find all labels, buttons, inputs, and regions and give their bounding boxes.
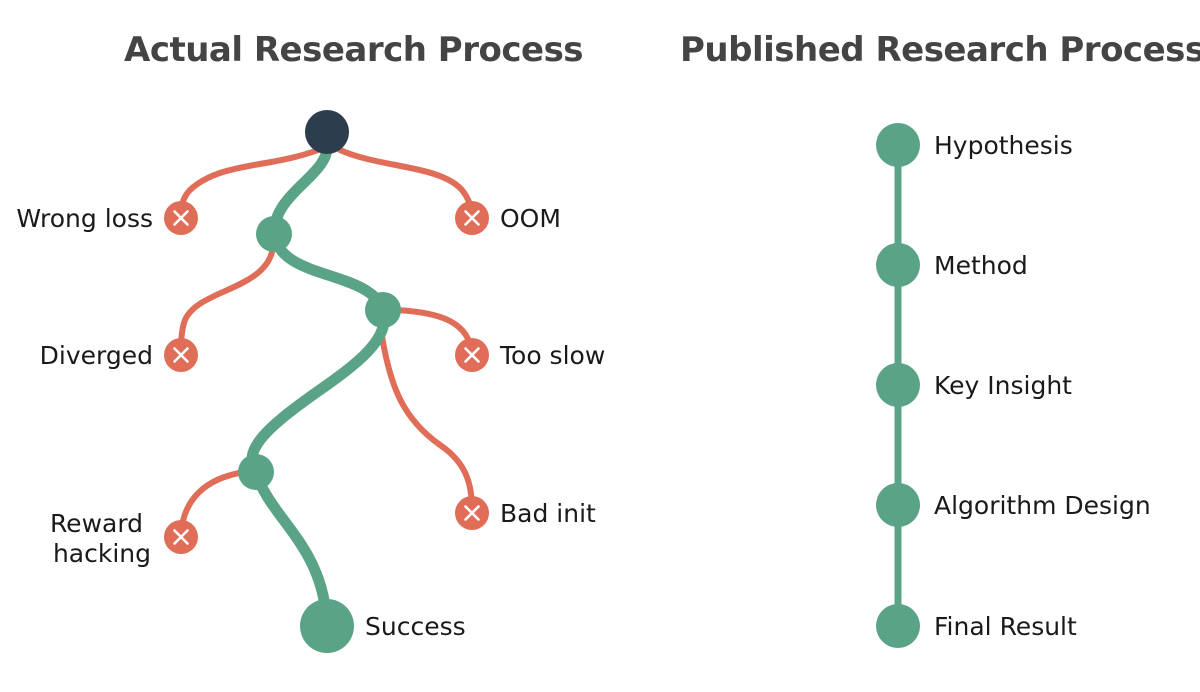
- actual-process-title: Actual Research Process: [124, 30, 584, 70]
- decision-node-1: [256, 216, 292, 252]
- label-success: Success: [365, 612, 466, 641]
- step-label-algorithm-design: Algorithm Design: [934, 491, 1151, 520]
- step-label-hypothesis: Hypothesis: [934, 131, 1073, 160]
- decision-node-2: [365, 292, 401, 328]
- label-oom: OOM: [500, 204, 561, 233]
- success-node: [300, 599, 354, 653]
- timeline-step-hypothesis: Hypothesis: [876, 123, 1073, 167]
- label-diverged: Diverged: [40, 341, 153, 370]
- timeline-node: [876, 243, 920, 287]
- timeline-step-method: Method: [876, 243, 1028, 287]
- step-label-method: Method: [934, 251, 1028, 280]
- x-mark-icon: [164, 520, 198, 554]
- decision-node-3: [238, 454, 274, 490]
- label-reward-hacking: Reward hacking: [50, 509, 151, 568]
- branch-bad-init: [378, 327, 475, 516]
- branch-diverged: [178, 249, 275, 358]
- branch-oom: [337, 147, 475, 221]
- label-reward-hacking-line-2: hacking: [53, 539, 151, 568]
- x-mark-icon: [455, 496, 489, 530]
- timeline-step-algorithm-design: Algorithm Design: [876, 483, 1151, 527]
- step-label-final-result: Final Result: [934, 612, 1077, 641]
- timeline-node: [876, 363, 920, 407]
- published-process-timeline: Hypothesis Method Key Insight Algorithm …: [876, 123, 1151, 648]
- published-process-title: Published Research Process: [680, 30, 1200, 70]
- step-label-key-insight: Key Insight: [934, 371, 1072, 400]
- timeline-node: [876, 604, 920, 648]
- x-mark-icon: [455, 201, 489, 235]
- label-too-slow: Too slow: [499, 341, 605, 370]
- label-bad-init: Bad init: [500, 499, 596, 528]
- x-mark-icon: [164, 201, 198, 235]
- label-wrong-loss: Wrong loss: [16, 204, 153, 233]
- x-mark-icon: [164, 338, 198, 372]
- label-reward-hacking-line-1: Reward: [50, 509, 143, 538]
- timeline-node: [876, 123, 920, 167]
- root-node: [305, 110, 349, 154]
- timeline-step-final-result: Final Result: [876, 604, 1077, 648]
- timeline-node: [876, 483, 920, 527]
- actual-process-tree: Wrong loss OOM Diverged Too slow Bad ini…: [16, 110, 605, 653]
- x-mark-icon: [455, 338, 489, 372]
- timeline-step-key-insight: Key Insight: [876, 363, 1072, 407]
